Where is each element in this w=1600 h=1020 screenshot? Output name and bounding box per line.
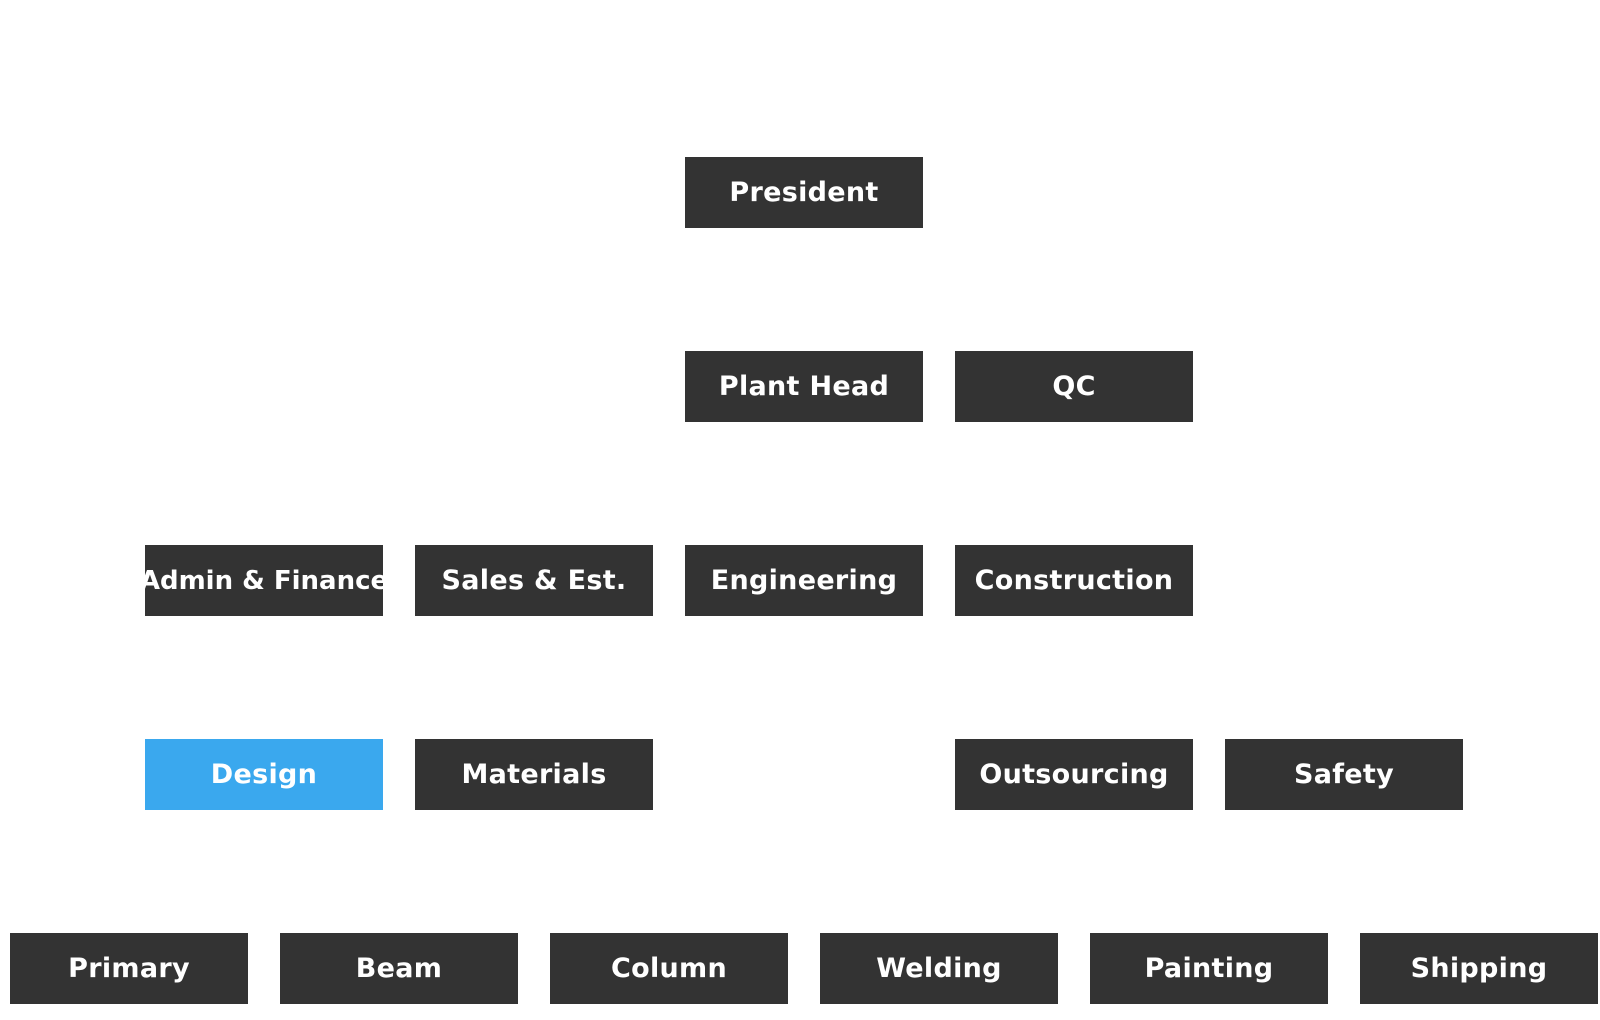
node-president[interactable]: President	[685, 157, 923, 228]
node-primary[interactable]: Primary	[10, 933, 248, 1004]
node-design-selected[interactable]: Design	[145, 739, 383, 810]
node-safety[interactable]: Safety	[1225, 739, 1463, 810]
node-outsourcing[interactable]: Outsourcing	[955, 739, 1193, 810]
node-painting[interactable]: Painting	[1090, 933, 1328, 1004]
node-materials[interactable]: Materials	[415, 739, 653, 810]
node-construction[interactable]: Construction	[955, 545, 1193, 616]
node-column[interactable]: Column	[550, 933, 788, 1004]
node-sales-est[interactable]: Sales & Est.	[415, 545, 653, 616]
node-engineering[interactable]: Engineering	[685, 545, 923, 616]
node-shipping[interactable]: Shipping	[1360, 933, 1598, 1004]
node-plant-head[interactable]: Plant Head	[685, 351, 923, 422]
node-qc[interactable]: QC	[955, 351, 1193, 422]
node-beam[interactable]: Beam	[280, 933, 518, 1004]
node-admin-finance[interactable]: Admin & Finance	[140, 545, 388, 616]
node-welding[interactable]: Welding	[820, 933, 1058, 1004]
